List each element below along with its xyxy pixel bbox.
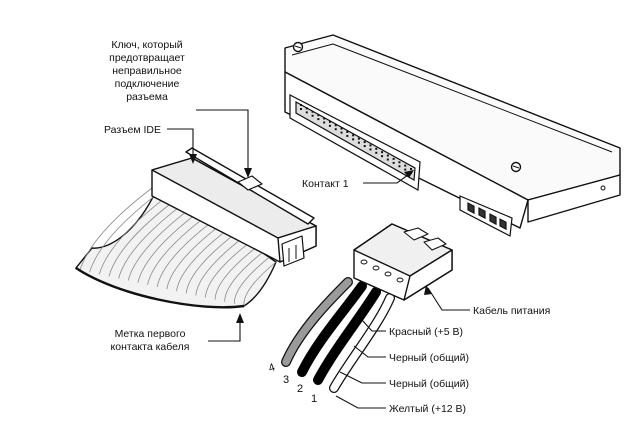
leader-lines — [167, 109, 470, 409]
pin — [300, 108, 302, 110]
pin — [317, 114, 320, 117]
cable-mark-line-1: Метка первого — [115, 328, 186, 340]
wire-labels: Красный (+5 В) Черный (общий) Черный (об… — [389, 326, 469, 415]
power-connector — [353, 223, 453, 301]
wire-number-1: 1 — [311, 393, 317, 405]
pin — [369, 144, 372, 147]
pin — [323, 117, 326, 120]
pin — [340, 127, 343, 130]
ribbon-stripe — [233, 256, 270, 304]
power-socket-hole — [372, 265, 380, 271]
wire-number-4: 4 — [267, 361, 277, 374]
ribbon-stripe — [137, 209, 202, 283]
hard-drive — [284, 34, 621, 229]
wire-numbers: 4 3 2 1 — [267, 361, 317, 405]
pin — [398, 165, 401, 168]
ribbon-stripe — [166, 224, 222, 290]
key-label-line-5: разъема — [126, 91, 168, 103]
ribbon-stripe — [176, 228, 229, 292]
ide-connector-label: Разъем IDE — [104, 124, 161, 136]
pin — [410, 168, 412, 170]
pin — [346, 130, 349, 133]
pin — [346, 134, 349, 137]
drive-ide-pins — [300, 104, 412, 174]
ribbon-stripe — [195, 238, 243, 296]
pin — [381, 155, 384, 158]
pin — [404, 168, 407, 171]
ribbon-stripe — [185, 233, 236, 294]
pin — [311, 114, 314, 117]
wire-label-black-2: Черный (общий) — [389, 378, 469, 390]
pin1-contact-label: Контакт 1 — [302, 178, 349, 190]
pin — [305, 111, 308, 114]
wire-number-2: 2 — [297, 383, 303, 395]
ribbon-stripes — [79, 181, 277, 307]
ribbon-stripe — [98, 191, 174, 275]
ribbon-stripe — [156, 219, 215, 288]
key-label-line-4: подключение — [115, 78, 180, 90]
pin — [334, 128, 337, 131]
ribbon-stripe — [147, 214, 209, 285]
power-socket-hole — [360, 259, 368, 265]
drive-ide-header — [289, 94, 421, 191]
drive-power-socket — [459, 195, 513, 237]
pin — [334, 124, 337, 127]
key-label-line-1: Ключ, который — [111, 39, 182, 51]
ribbon-stripe — [79, 181, 161, 271]
pin — [381, 151, 384, 154]
pin — [386, 158, 389, 161]
ribbon-stripe — [214, 247, 256, 300]
wire-label-red: Красный (+5 В) — [389, 326, 463, 338]
pin — [311, 110, 314, 113]
pin — [386, 154, 389, 157]
ribbon-stripe — [118, 200, 188, 279]
pin — [300, 104, 302, 106]
pin — [363, 145, 366, 148]
pin — [357, 141, 360, 144]
pin — [323, 121, 326, 124]
ribbon-stripe — [108, 195, 181, 277]
pin — [352, 134, 355, 137]
pin — [305, 107, 308, 110]
power-socket-hole — [396, 277, 404, 283]
arrowheads — [189, 154, 432, 323]
key-label-line-3: неправильное — [112, 65, 182, 77]
pin — [352, 138, 355, 141]
pin — [398, 161, 401, 164]
wire-number-3: 3 — [283, 374, 289, 386]
pin — [375, 151, 378, 154]
pin — [357, 137, 360, 140]
ribbon-stripe — [243, 261, 277, 307]
power-socket-hole — [384, 271, 392, 277]
ide-cable-connector — [151, 147, 317, 267]
pin — [317, 118, 320, 121]
power-cable-label: Кабель питания — [473, 305, 550, 317]
pin — [375, 147, 378, 150]
cable-mark-label: Метка первого контакта кабеля — [111, 328, 190, 353]
cable-mark-line-2: контакта кабеля — [111, 341, 190, 353]
ribbon-stripe — [205, 242, 249, 298]
wire-label-yellow: Желтый (+12 В) — [389, 403, 466, 415]
power-sockets — [360, 259, 404, 283]
ribbon-stripe — [127, 205, 195, 281]
pin — [404, 164, 407, 167]
pin — [340, 131, 343, 134]
connector-key — [237, 175, 263, 191]
pin — [369, 148, 372, 151]
ribbon-cable — [74, 180, 277, 309]
pin — [392, 161, 395, 164]
wire-label-black-1: Черный (общий) — [389, 352, 469, 364]
pin — [392, 157, 395, 160]
pin — [363, 141, 366, 144]
ribbon-stripe — [224, 252, 263, 302]
pin — [328, 120, 331, 123]
power-wires — [281, 277, 395, 393]
key-label: Ключ, который предотвращает неправильное… — [109, 39, 185, 103]
pin — [328, 124, 331, 127]
key-label-line-2: предотвращает — [109, 52, 185, 64]
